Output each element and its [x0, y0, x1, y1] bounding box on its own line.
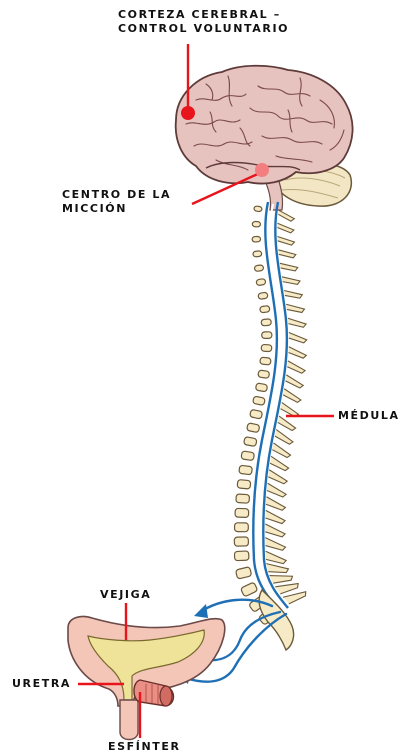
micturition-center-label: CENTRO DE LA MICCIÓN: [62, 188, 171, 216]
cortex-marker-dot: [181, 106, 195, 120]
vertebra: [235, 523, 286, 537]
vertebra: [261, 316, 306, 331]
cortex-label: CORTEZA CEREBRAL – CONTROL VOLUNTARIO: [118, 8, 289, 36]
micturition-center-label-line1: CENTRO DE LA: [62, 188, 171, 202]
micturition-center-label-line2: MICCIÓN: [62, 202, 171, 216]
vertebra: [256, 273, 300, 290]
vertebra: [236, 494, 287, 511]
vertebra: [254, 260, 298, 277]
vertebra: [253, 247, 296, 262]
vertebra: [261, 344, 307, 358]
vertebra: [252, 221, 294, 233]
vertebra: [258, 287, 303, 305]
micturition-center-dot: [255, 163, 269, 177]
cortex-label-line2: CONTROL VOLUNTARIO: [118, 22, 289, 36]
vertebra: [262, 331, 307, 343]
urethra: [120, 700, 138, 740]
vertebra: [235, 508, 286, 523]
vertebra: [260, 301, 305, 318]
vertebra: [234, 536, 285, 551]
cortex-label-line1: CORTEZA CEREBRAL –: [118, 8, 289, 22]
vertebra: [252, 235, 295, 247]
urethra-label: URETRA: [12, 677, 71, 691]
bladder-label: VEJIGA: [100, 588, 151, 602]
spinal-cord-label: MÉDULA: [338, 409, 400, 423]
sphincter-label: ESFÍNTER: [108, 740, 181, 754]
